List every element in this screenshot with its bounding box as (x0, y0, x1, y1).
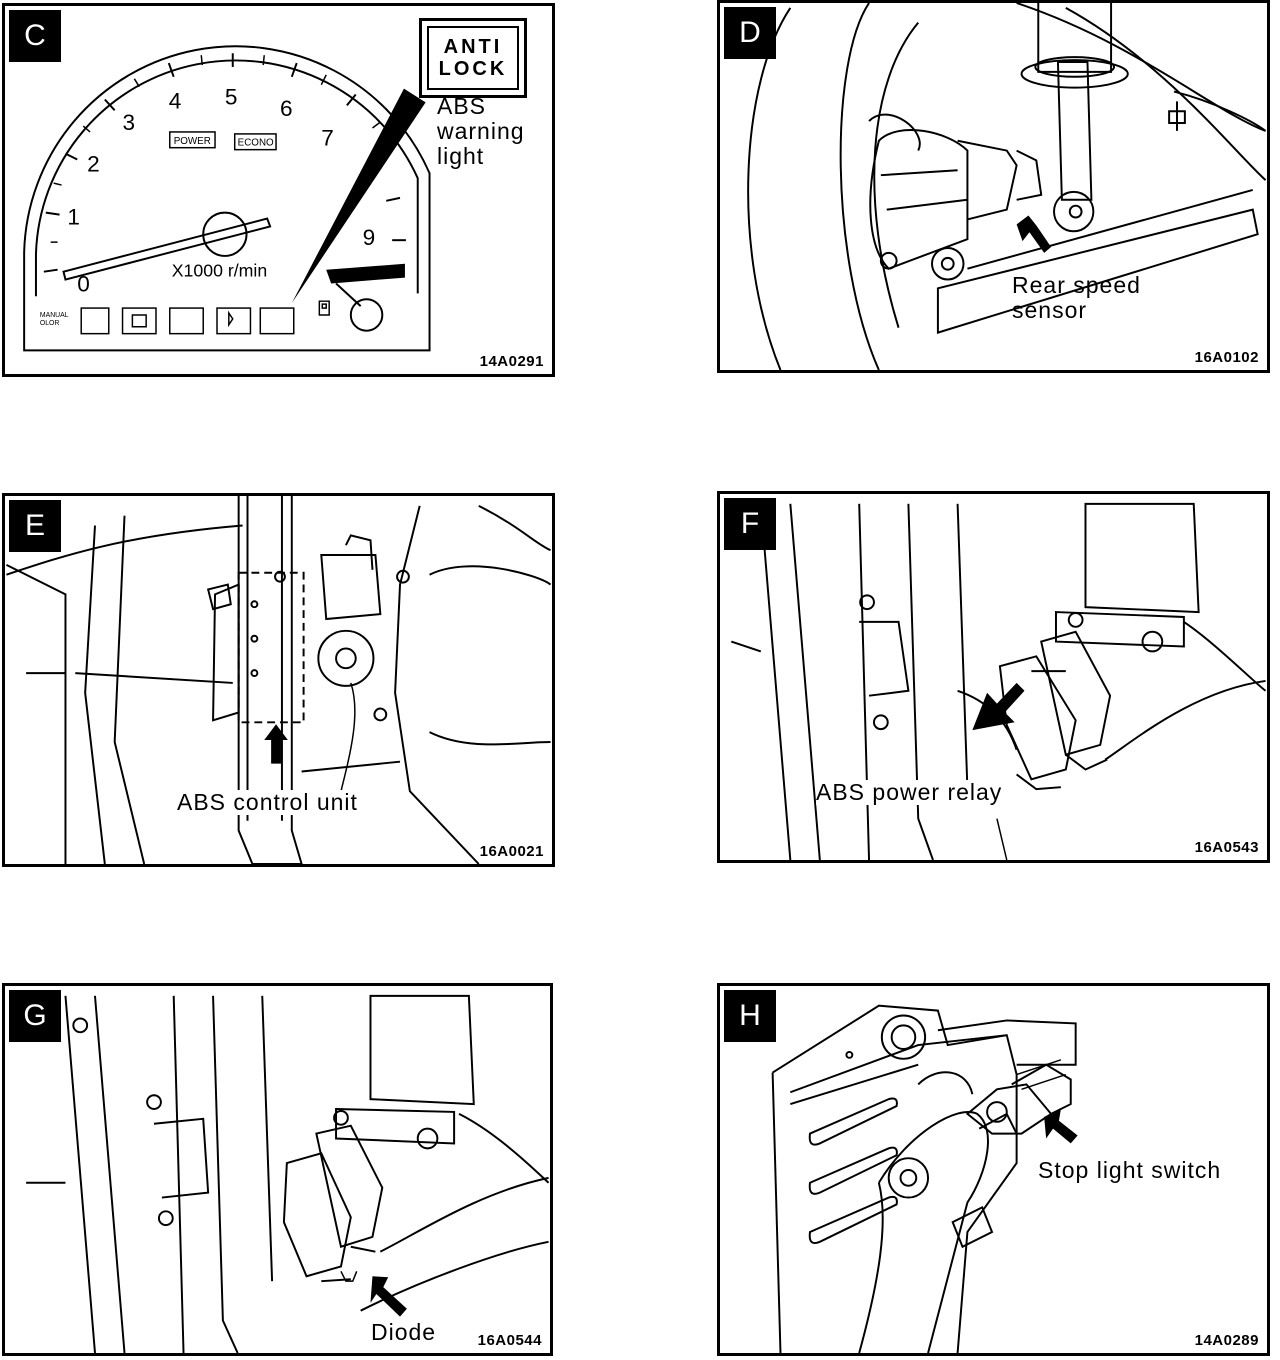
stop-light-switch-callout: Stop light switch (1038, 1157, 1222, 1183)
callout-line3: light (437, 143, 485, 169)
abs-control-unit-callout: ABS control unit (177, 789, 358, 815)
svg-text:MANUAL: MANUAL (40, 312, 69, 319)
figure-c-letter: C (9, 10, 61, 62)
figure-g-letter: G (9, 990, 61, 1042)
figure-e-letter: E (9, 500, 61, 552)
rpm-0: 0 (77, 271, 90, 296)
abs-power-relay-callout: ABS power relay (816, 779, 1003, 805)
callout-line2: warning (437, 118, 525, 144)
rpm-9: 9 (363, 225, 376, 250)
figure-f-code: 16A0543 (1194, 839, 1259, 856)
anti-lock-line1: ANTI (443, 36, 503, 58)
rpm-unit: X1000 r/min (172, 261, 267, 281)
figure-d-code: 16A0102 (1194, 349, 1259, 366)
callout-line2: sensor (1012, 297, 1088, 323)
econo-indicator: ECONO (238, 138, 274, 149)
rear-speed-sensor-callout: Rear speed sensor (1012, 273, 1141, 323)
rear-wheel-illustration (747, 3, 1267, 370)
figure-g-panel: G Diode 16A0544 (2, 983, 553, 1356)
rpm-7: 7 (321, 126, 334, 151)
figure-c-panel: 0 1 2 3 4 5 6 7 9 POWER ECONO X1000 r/mi… (2, 3, 555, 377)
figure-h-panel: H Stop light switch 14A0289 (717, 983, 1270, 1356)
figure-e-panel: E ABS control unit 16A0021 (2, 493, 555, 867)
callout-line1: Rear speed (1012, 272, 1141, 298)
diode-illustration (26, 994, 550, 1353)
svg-text:OLOR: OLOR (40, 320, 60, 327)
rpm-6: 6 (280, 96, 293, 121)
rpm-5: 5 (225, 84, 238, 109)
figure-d-letter: D (724, 7, 776, 59)
stop-light-switch-illustration (771, 1004, 1078, 1353)
anti-lock-lamp: ANTI LOCK (419, 18, 527, 98)
abs-control-unit-illustration (5, 496, 552, 864)
figure-f-letter: F (724, 498, 776, 550)
figure-f-panel: F ABS power relay 16A0543 (717, 491, 1270, 863)
abs-warning-light-callout: ABS warning light (437, 94, 525, 169)
anti-lock-line2: LOCK (438, 58, 508, 80)
figure-d-panel: D Rear speed sensor 16A0102 (717, 0, 1270, 373)
diode-callout: Diode (371, 1319, 437, 1345)
rpm-4: 4 (169, 88, 182, 113)
callout-line1: ABS (437, 93, 487, 119)
figure-g-code: 16A0544 (477, 1332, 542, 1349)
abs-power-relay-illustration (730, 502, 1267, 860)
figure-e-code: 16A0021 (479, 843, 544, 860)
rpm-2: 2 (87, 151, 100, 176)
figure-h-letter: H (724, 990, 776, 1042)
rpm-1: 1 (67, 204, 80, 229)
power-indicator: POWER (174, 136, 211, 147)
figure-h-code: 14A0289 (1194, 1332, 1259, 1349)
tachometer-illustration: 0 1 2 3 4 5 6 7 9 POWER ECONO X1000 r/mi… (23, 45, 431, 352)
rpm-3: 3 (123, 110, 136, 135)
figure-c-code: 14A0291 (479, 353, 544, 370)
